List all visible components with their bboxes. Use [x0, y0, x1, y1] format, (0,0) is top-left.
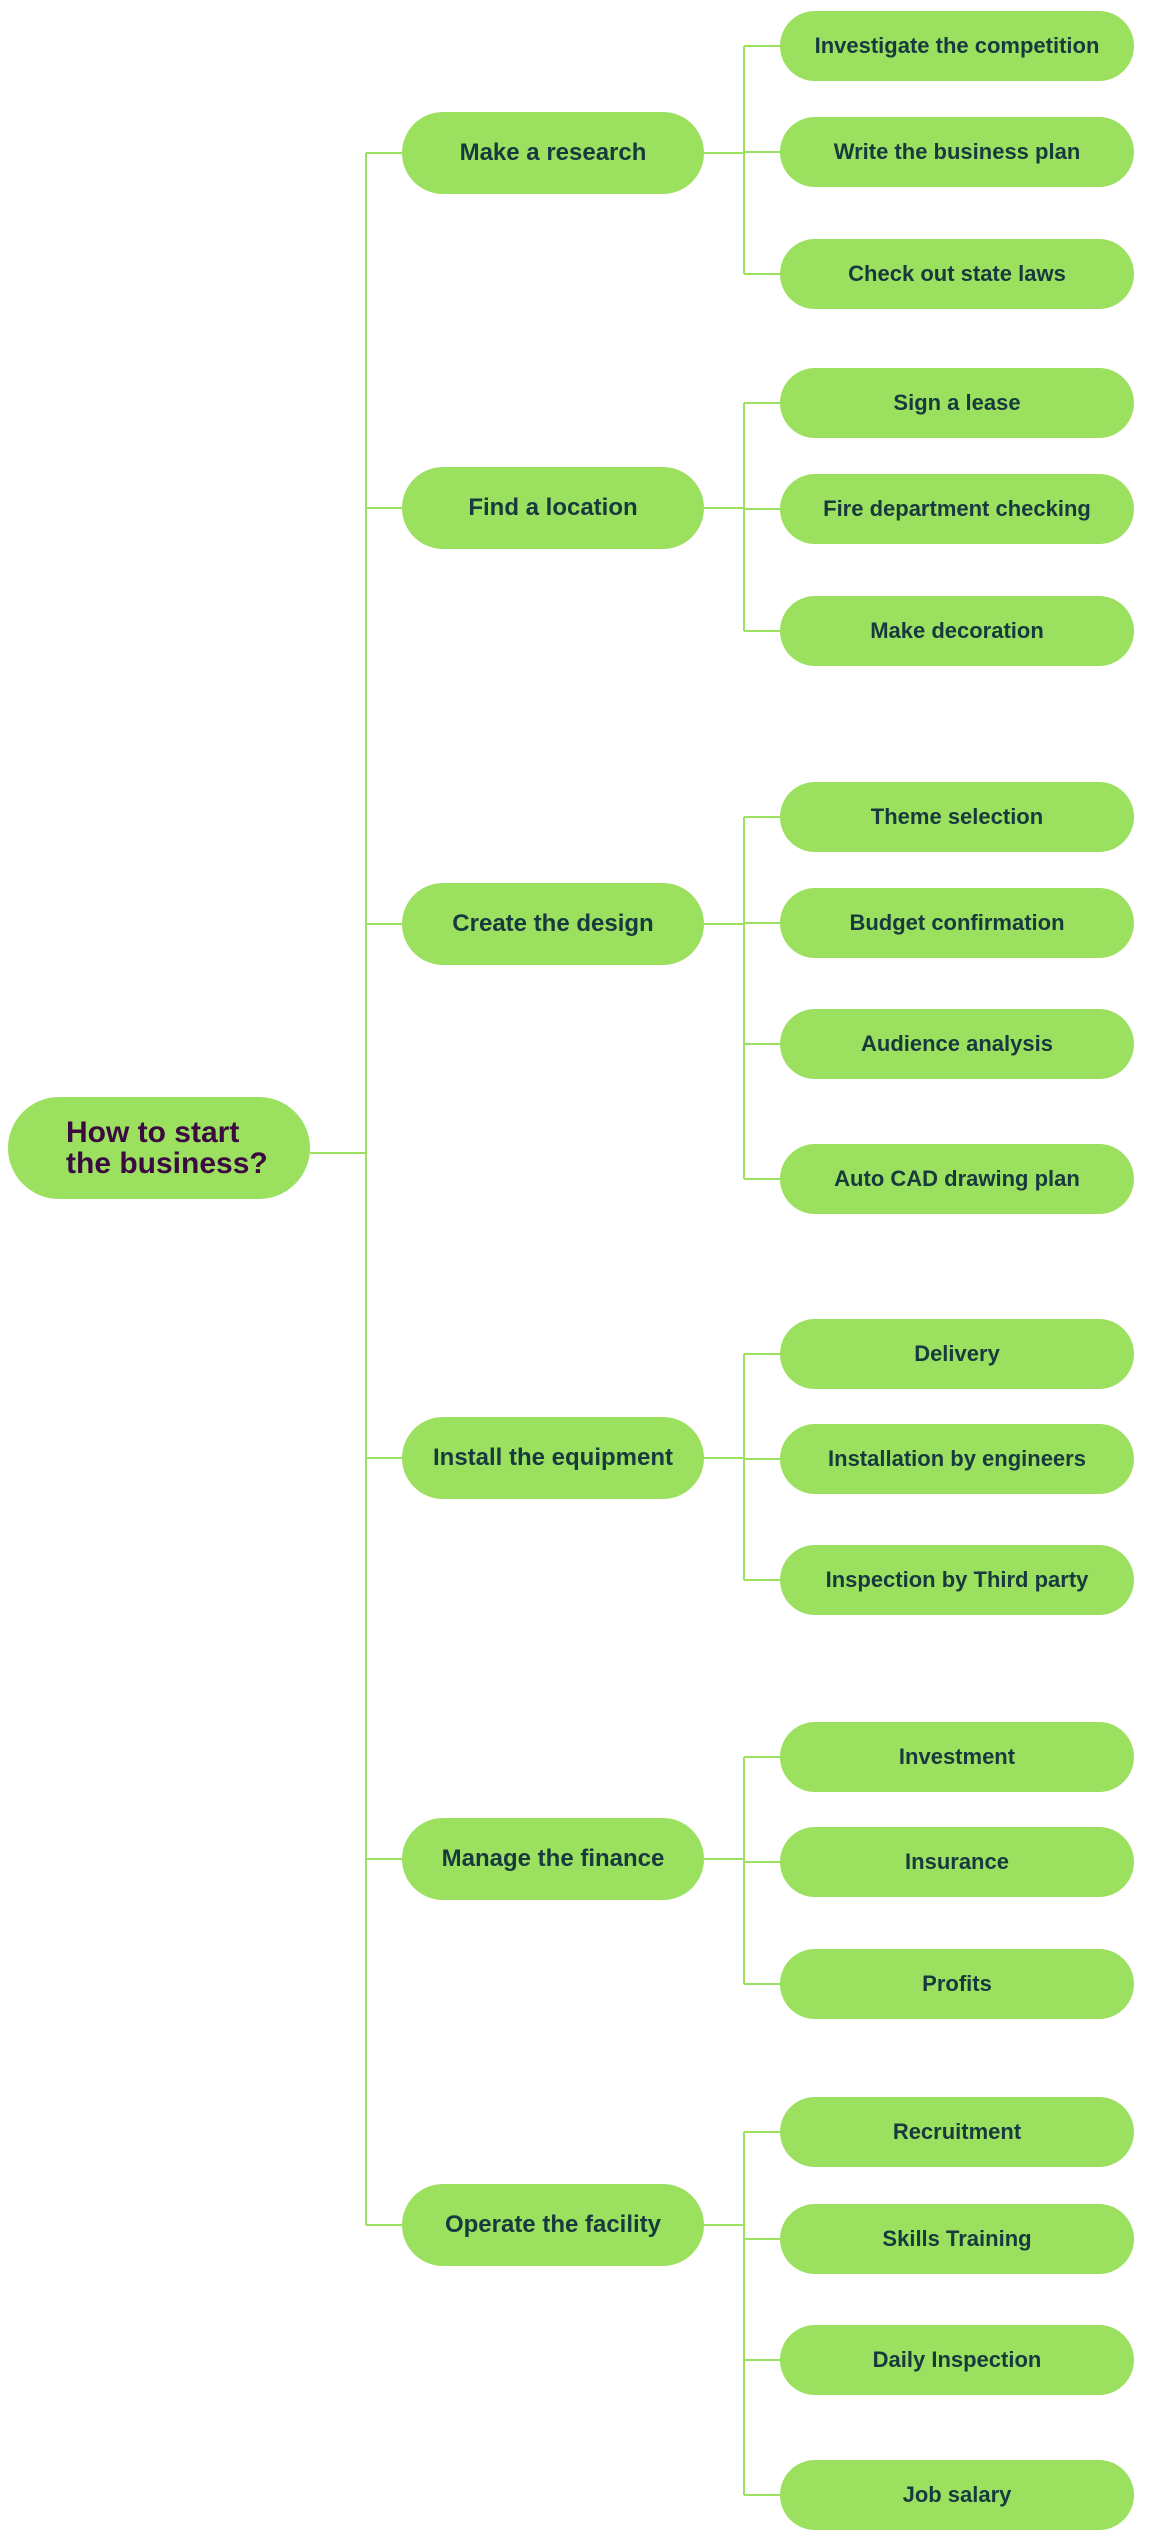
leaf-node: Fire department checking [780, 474, 1134, 544]
leaf-node: Daily Inspection [780, 2325, 1134, 2395]
branch-node: Manage the finance [402, 1818, 704, 1900]
leaf-node: Sign a lease [780, 368, 1134, 438]
leaf-node: Theme selection [780, 782, 1134, 852]
leaf-node: Installation by engineers [780, 1424, 1134, 1494]
root-node: How to start the business? [8, 1097, 310, 1199]
branch-node: Create the design [402, 883, 704, 965]
leaf-node: Skills Training [780, 2204, 1134, 2274]
leaf-node: Check out state laws [780, 239, 1134, 309]
branch-node: Find a location [402, 467, 704, 549]
leaf-node: Write the business plan [780, 117, 1134, 187]
leaf-node: Inspection by Third party [780, 1545, 1134, 1615]
leaf-node: Profits [780, 1949, 1134, 2019]
leaf-node: Investigate the competition [780, 11, 1134, 81]
leaf-node: Recruitment [780, 2097, 1134, 2167]
branch-node: Make a research [402, 112, 704, 194]
leaf-node: Auto CAD drawing plan [780, 1144, 1134, 1214]
branch-node: Operate the facility [402, 2184, 704, 2266]
leaf-node: Audience analysis [780, 1009, 1134, 1079]
leaf-node: Job salary [780, 2460, 1134, 2530]
leaf-node: Delivery [780, 1319, 1134, 1389]
leaf-node: Budget confirmation [780, 888, 1134, 958]
branch-node: Install the equipment [402, 1417, 704, 1499]
leaf-node: Insurance [780, 1827, 1134, 1897]
leaf-node: Investment [780, 1722, 1134, 1792]
leaf-node: Make decoration [780, 596, 1134, 666]
